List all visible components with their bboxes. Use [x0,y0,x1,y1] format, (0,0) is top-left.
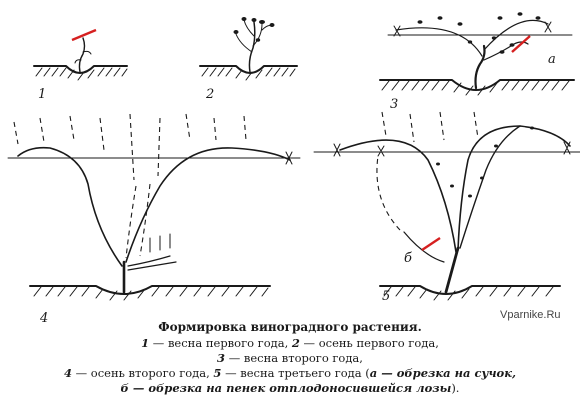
figure-caption: Формировка виноградного растения. 1 — ве… [64,320,516,395]
watermark: Vparnike.Ru [500,309,561,321]
mark-b-label: б [404,251,412,266]
stage-5-drawing: б 5 [313,111,580,304]
fig-label-3: 3 [390,97,398,112]
wire-tie [285,151,293,165]
stage-4-drawing: 4 [7,113,301,326]
ground-hatching [35,67,128,81]
caption-num-2: 2 [291,336,300,350]
fig-label-2: 2 [205,87,214,102]
caption-text-5: — весна третьего года ( [221,366,369,380]
right-cane [483,19,549,51]
caption-title: Формировка виноградного растения. [158,320,422,334]
ground-hatching [201,67,296,81]
previous-season-dashes [13,113,247,259]
cut-old-branch [403,231,445,263]
wire-ties [333,141,571,157]
ground-line [33,65,128,74]
fig-label-4: 4 [39,311,48,326]
caption-text-3: — весна второго года, [225,351,363,365]
leaves [417,12,541,54]
stage-1-drawing: 1 [33,28,128,102]
vine-trunk [444,246,460,294]
ground-hatching [381,80,570,96]
shoot-stem [248,21,256,73]
ground-hatching [33,286,269,301]
left-cane [17,146,123,267]
fig-label-5: 5 [382,289,390,304]
cutting-buds [74,50,92,64]
vine-trunk [474,44,486,90]
spur-ticks [149,233,171,253]
pruning-cut-mark [71,28,97,42]
caption-line-2: 3 — весна второго года, [217,351,363,365]
ground-line [379,285,561,295]
caption-end: ). [451,381,459,395]
caption-num-4: 4 [64,366,72,380]
shoot-branches [235,19,273,53]
cutting-stem [78,37,86,73]
spur-shoots [127,255,177,271]
stage-3-drawing: a 3 [379,12,575,112]
caption-note-b: б — обрезка на пенек отплодоносившейся л… [121,381,452,395]
middle-cane [459,125,521,249]
mark-a-label: a [548,52,556,67]
ground-line [29,285,271,295]
previous-season-dashes [376,111,479,231]
caption-text-1: — весна первого года, [149,336,292,350]
caption-num-1: 1 [141,336,149,350]
caption-line-4: б — обрезка на пенек отплодоносившейся л… [121,381,460,395]
stage-2-drawing: 2 [199,17,298,102]
fig-label-1: 1 [38,87,46,102]
ground-line [199,65,298,74]
caption-line-3: 4 — осень второго года, 5 — весна третье… [64,366,516,380]
leaves [436,126,534,198]
cut-a-mark [511,35,531,53]
leaves [233,17,275,42]
left-old-cane [339,139,457,253]
right-cane [457,125,571,251]
caption-text-2: — осень первого года, [300,336,439,350]
cut-b-mark [421,237,441,251]
ground-hatching [383,286,554,301]
right-cane [125,147,291,263]
caption-text-4: — осень второго года, [72,366,213,380]
caption-note-a: а — обрезка на сучок, [370,366,516,380]
caption-num-5: 5 [213,366,221,380]
ground-line [379,79,575,91]
left-cane [395,27,483,57]
caption-num-3: 3 [217,351,225,365]
caption-line-1: 1 — весна первого года, 2 — осень первог… [141,336,439,350]
wire-ties [393,21,552,37]
